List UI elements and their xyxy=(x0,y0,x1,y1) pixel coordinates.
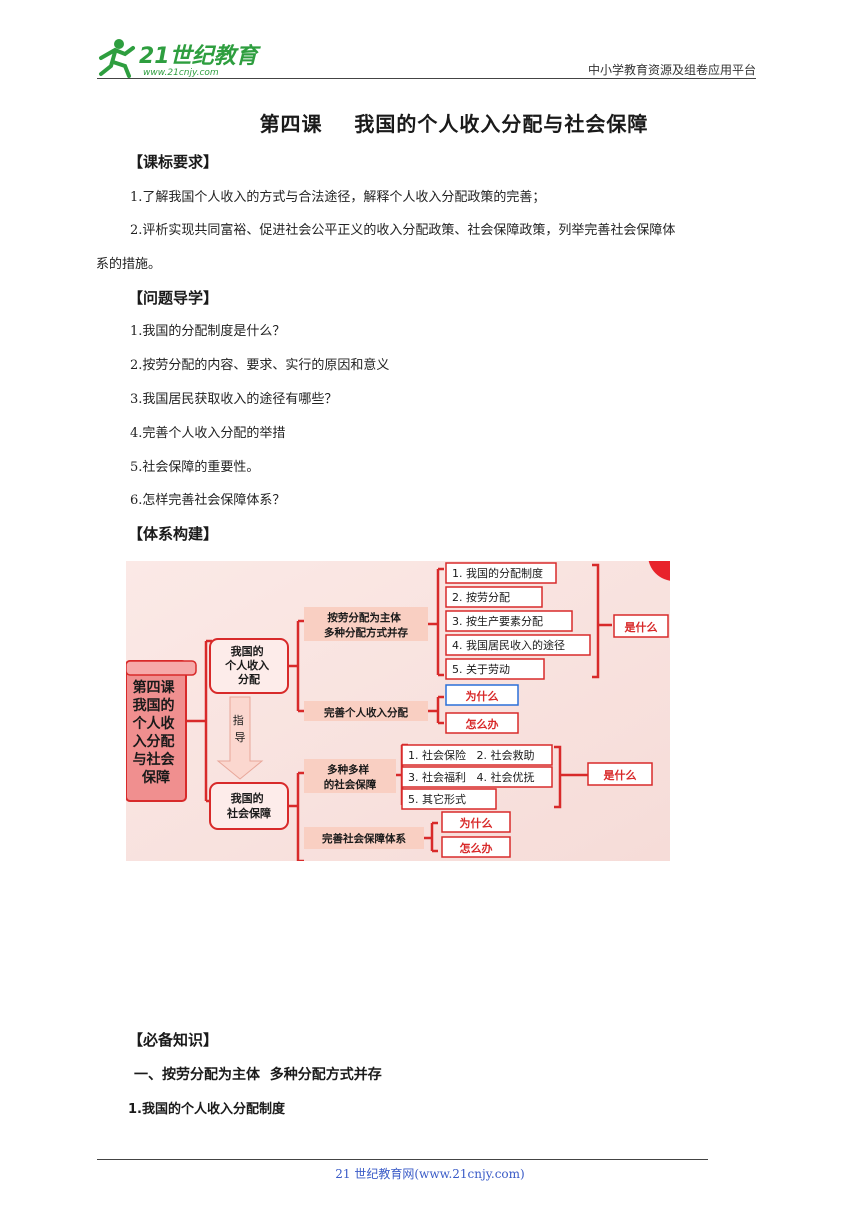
branch1-bracket xyxy=(288,619,304,713)
b2-sub2-bracket xyxy=(424,821,438,853)
svg-text:指 导: 指 导 xyxy=(233,713,248,744)
knowledge-mindmap: 第四课 我国的 个人收 入分配 与社会 保障 我国的 个人收入 分配 指 xyxy=(126,561,670,861)
question-item-4: 4.完善个人收入分配的举措 xyxy=(130,426,286,441)
svg-text:多种多样 的社会保障: 多种多样 的社会保障 xyxy=(324,763,377,791)
b1-sub1-bracket xyxy=(428,567,444,677)
item-about-labor xyxy=(445,658,545,680)
item-why-1 xyxy=(445,684,519,706)
footer-link[interactable]: 21 世纪教育网(www.21cnjy.com) xyxy=(335,1167,525,1181)
svg-text:5. 关于劳动: 5. 关于劳动 xyxy=(452,662,510,676)
system-heading: 【体系构建】 xyxy=(128,525,219,543)
svg-text:我国的 个人收入 分配: 我国的 个人收入 分配 xyxy=(224,644,273,686)
standards-item-1: 1.了解我国个人收入的方式与合法途径，解释个人收入分配政策的完善； xyxy=(130,190,546,205)
node-improve-income xyxy=(304,701,428,721)
svg-text:1. 我国的分配制度: 1. 我国的分配制度 xyxy=(452,566,543,580)
svg-text:是什么: 是什么 xyxy=(603,768,637,782)
footer-divider xyxy=(97,1159,708,1160)
svg-text:为什么: 为什么 xyxy=(466,689,499,703)
knowledge-subheading-2: 1.我国的个人收入分配制度 xyxy=(128,1102,285,1117)
corner-decoration xyxy=(648,561,670,581)
item-how-1 xyxy=(445,712,519,734)
b1-sub1-right-bracket xyxy=(592,563,612,679)
page-title: 第四课 我国的个人收入分配与社会保障 xyxy=(259,112,649,136)
standards-item-2: 2.评析实现共同富裕、促进社会公平正义的收入分配政策、社会保障政策，列举完善社会… xyxy=(130,223,676,238)
svg-text:1. 社会保险 2. 社会救助: 1. 社会保险 2. 社会救助 xyxy=(408,748,534,762)
question-item-6: 6.怎样完善社会保障体系？ xyxy=(130,493,286,508)
svg-text:我国的 社会保障: 我国的 社会保障 xyxy=(226,791,271,820)
node-work-distribution: 按劳分配为主体 多种分配方式并存 xyxy=(304,607,428,641)
logo-url: www.21cnjy.com xyxy=(143,68,219,78)
svg-text:3. 社会福利 4. 社会优抚: 3. 社会福利 4. 社会优抚 xyxy=(408,770,534,784)
knowledge-subheading-1: 一、按劳分配为主体 多种分配方式并存 xyxy=(134,1067,382,1083)
svg-text:第四课 我国的 个人收: 第四课 我国的 个人收 入分配 与社会 保障 xyxy=(132,679,180,786)
standards-item-2-cont: 系的措施。 xyxy=(96,257,162,272)
b1-sub1-items: 1. 我国的分配制度 2. 按劳分配 3. 按生产要素分配 4. 我国居民收入的… xyxy=(445,562,591,680)
svg-text:完善社会保障体系: 完善社会保障体系 xyxy=(322,832,406,845)
guide-arrow: 指 导 xyxy=(216,696,264,780)
question-item-2: 2.按劳分配的内容、要求、实行的原因和意义 xyxy=(130,358,390,373)
item-distribution-system xyxy=(445,562,557,584)
tag-what-is-1 xyxy=(613,614,669,638)
question-item-3: 3.我国居民获取收入的途径有哪些？ xyxy=(130,392,338,407)
question-item-1: 1.我国的分配制度是什么？ xyxy=(130,324,286,339)
standards-heading: 【课标要求】 xyxy=(128,153,219,171)
node-various-security: 多种多样 的社会保障 xyxy=(304,759,396,793)
root-node: 第四课 我国的 个人收 入分配 与社会 保障 xyxy=(126,660,197,802)
item-why-2 xyxy=(441,811,511,833)
b1-sub2-bracket xyxy=(428,695,444,725)
svg-text:按劳分配为主体 多种分配方式并存: 按劳分配为主体 多种分配方式并存 xyxy=(324,611,408,639)
branch2-bracket xyxy=(288,771,304,861)
platform-label: 中小学教育资源及组卷应用平台 xyxy=(587,63,756,77)
tag-what-is-2 xyxy=(587,762,653,786)
question-item-5: 5.社会保障的重要性。 xyxy=(130,460,260,475)
svg-text:为什么: 为什么 xyxy=(460,816,493,830)
site-logo[interactable]: 21世纪教育 www.21cnjy.com xyxy=(93,36,263,80)
item-factor-distribution xyxy=(445,610,573,632)
header-divider xyxy=(97,78,756,79)
item-work-distribution xyxy=(445,586,543,608)
branch-social-security: 我国的 社会保障 xyxy=(209,782,289,830)
svg-text:5. 其它形式: 5. 其它形式 xyxy=(408,792,466,806)
svg-text:怎么办: 怎么办 xyxy=(466,717,499,731)
node-improve-security xyxy=(304,827,424,849)
svg-text:怎么办: 怎么办 xyxy=(460,841,493,855)
item-how-2 xyxy=(441,836,511,858)
svg-text:4. 我国居民收入的途径: 4. 我国居民收入的途径 xyxy=(452,638,565,652)
b2-sub1-items: 1. 社会保险 2. 社会救助 3. 社会福利 4. 社会优抚 5. 其它形式 xyxy=(401,744,553,810)
b2-sub1-right-bracket xyxy=(554,745,588,809)
branch-income-distribution: 我国的 个人收入 分配 xyxy=(209,638,289,694)
runner-icon xyxy=(99,39,135,78)
svg-text:2. 按劳分配: 2. 按劳分配 xyxy=(452,590,510,604)
item-welfare-care xyxy=(401,766,553,788)
questions-heading: 【问题导学】 xyxy=(128,289,219,307)
root-bracket xyxy=(186,639,212,803)
item-income-channels xyxy=(445,634,591,656)
item-insurance-relief xyxy=(401,744,553,766)
svg-text:完善个人收入分配: 完善个人收入分配 xyxy=(324,706,408,719)
logo-text: 21世纪教育 xyxy=(139,43,262,69)
knowledge-heading: 【必备知识】 xyxy=(128,1031,219,1049)
svg-text:是什么: 是什么 xyxy=(624,620,658,634)
item-other-forms xyxy=(401,788,497,810)
svg-text:3. 按生产要素分配: 3. 按生产要素分配 xyxy=(452,614,543,628)
